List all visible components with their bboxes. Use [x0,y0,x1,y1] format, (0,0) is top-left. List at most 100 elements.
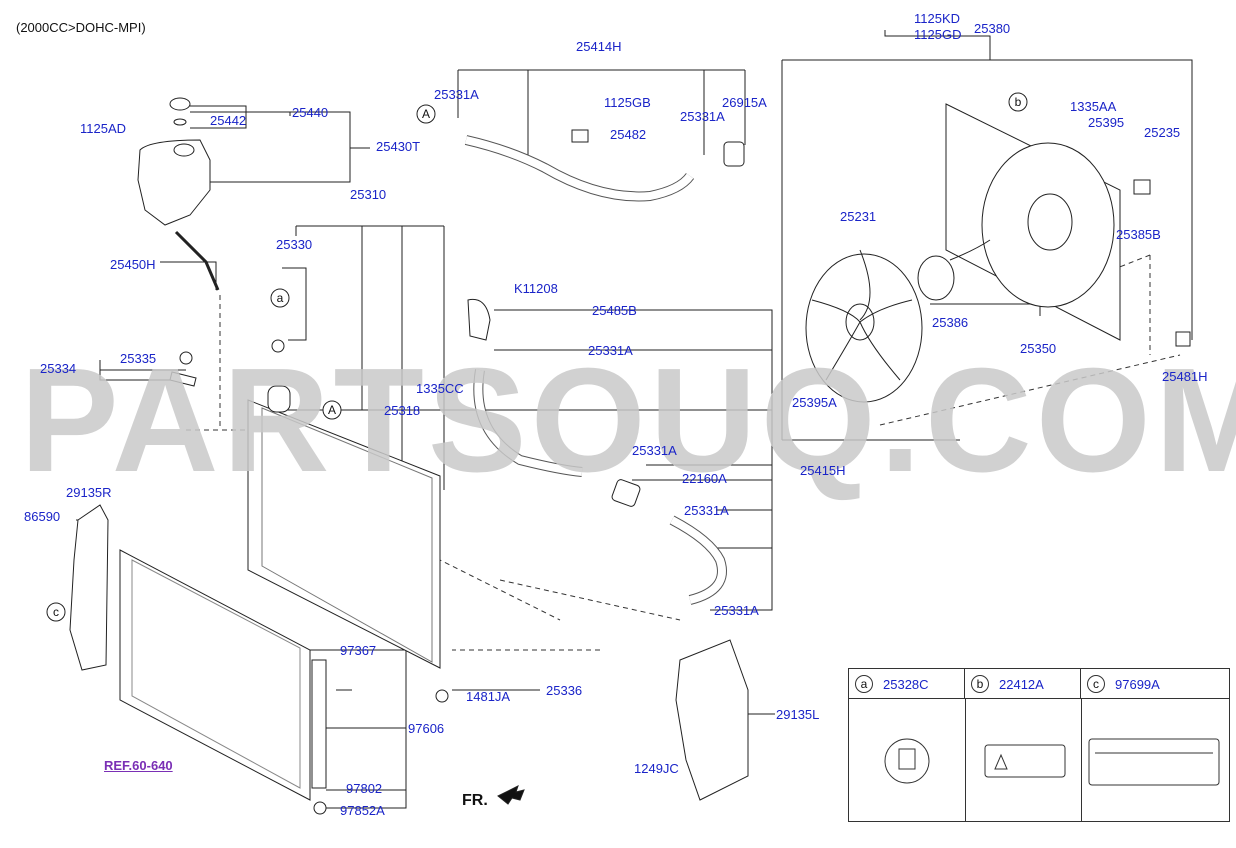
air-guard-left [675,639,749,801]
part-label-25310[interactable]: 25310 [350,187,387,202]
callout-a-circle [270,288,290,308]
leader-line [884,30,991,60]
part-label-25335[interactable]: 25335 [120,351,157,366]
part-label-25481H[interactable]: 25481H [1162,369,1208,384]
part-label-25331A-4[interactable]: 25331A [632,443,677,458]
part-label-1481JA[interactable]: 1481JA [466,689,511,704]
part-label-29135L[interactable]: 29135L [776,707,820,722]
front-direction-arrow [497,785,525,805]
part-label-97852A[interactable]: 97852A [340,803,385,818]
reservoir-tank [137,139,211,226]
air-guard-right [69,504,109,671]
legend-images [884,738,1220,786]
legend-divider [1081,699,1082,821]
leader-25485B [494,309,773,611]
cap-label-icon [884,738,930,784]
part-26915A [723,141,745,167]
part-label-K11208[interactable]: K11208 [514,281,558,296]
part-label-25482[interactable]: 25482 [610,127,647,142]
part-label-1335CC[interactable]: 1335CC [416,381,464,396]
part-label-25235[interactable]: 25235 [1144,125,1181,140]
condenser-fins [131,559,301,789]
ref-link[interactable]: REF.60-640 [104,758,173,773]
leader-25330 [282,267,307,341]
callout-b: b [1015,95,1022,109]
part-25334 [169,371,197,387]
legend-code-b: 22412A [999,677,1044,692]
front-direction-label: FR. [462,792,488,809]
part-label-25318[interactable]: 25318 [384,403,421,418]
shroud-hub [1027,193,1073,251]
part-label-25385B[interactable]: 25385B [1116,227,1161,242]
part-label-25450H[interactable]: 25450H [110,257,156,272]
part-25482 [571,129,589,143]
part-label-25331A-3[interactable]: 25331A [588,343,633,358]
part-97852A [313,801,327,815]
part-label-26915A[interactable]: 26915A [722,95,767,110]
part-label-25395[interactable]: 25395 [1088,115,1125,130]
part-label-1125KD[interactable]: 1125KD [914,11,961,26]
part-label-25485B[interactable]: 25485B [592,303,637,318]
part-label-25414H[interactable]: 25414H [576,39,622,54]
fan-blades [811,249,913,381]
part-label-25380[interactable]: 25380 [974,21,1011,36]
callout-c-circle [46,602,66,622]
part-label-25331A-5[interactable]: 25331A [684,503,729,518]
part-label-1335AA[interactable]: 1335AA [1070,99,1117,114]
part-label-25442[interactable]: 25442 [210,113,247,128]
radiator-filler-neck [267,385,291,413]
motor-wire [949,239,991,261]
part-label-25350[interactable]: 25350 [1020,341,1057,356]
part-label-25430T[interactable]: 25430T [376,139,421,154]
part-label-1125GD[interactable]: 1125GD [914,27,962,42]
part-label-29135R[interactable]: 29135R [66,485,112,500]
legend-cell-b[interactable]: b 22412A [965,669,1081,699]
part-25335 [179,351,193,365]
part-25336 [435,689,449,703]
receiver-dryer [311,659,327,789]
part-label-25231[interactable]: 25231 [840,209,877,224]
pipe-22160A [611,479,641,507]
part-label-25440[interactable]: 25440 [292,105,329,120]
part-label-25336[interactable]: 25336 [546,683,583,698]
legend-key-a: a [855,675,873,693]
hose-25415H-upper-inner [474,369,583,476]
callout-A-mid-circle [322,400,342,420]
part-label-22160A[interactable]: 22160A [682,471,727,486]
radiator-fins [261,407,433,663]
part-25481H [1175,331,1191,347]
legend-cell-a[interactable]: a 25328C [849,669,965,699]
fan-motor [917,255,955,301]
hose-25450H [174,230,220,291]
part-label-1125GB[interactable]: 1125GB [604,95,651,110]
part-label-25331A-6[interactable]: 25331A [714,603,759,618]
part-label-97606[interactable]: 97606 [408,721,445,736]
cap-25440 [169,97,191,111]
part-label-86590[interactable]: 86590 [24,509,61,524]
legend-cell-c[interactable]: c 97699A [1081,669,1229,699]
part-label-25415H[interactable]: 25415H [800,463,846,478]
hose-25415H-lower-inner [670,516,726,604]
watermark: PARTSOUQ.COM [20,338,1236,503]
fitting-25485B [467,298,491,341]
part-label-97802[interactable]: 97802 [346,781,383,796]
part-label-25330[interactable]: 25330 [276,237,313,252]
leader-line [190,111,351,183]
part-label-97367[interactable]: 97367 [340,643,377,658]
part-label-25331A-2[interactable]: 25331A [680,109,725,124]
part-25385B [1133,179,1151,195]
part-label-25334[interactable]: 25334 [40,361,77,376]
fan-label-icon [984,744,1066,778]
hose-25414H-inner [465,136,694,201]
callout-A-mid: A [328,403,336,417]
part-label-1125AD[interactable]: 1125AD [80,121,127,136]
cap-25330 [271,339,285,353]
part-label-1249JC[interactable]: 1249JC [634,761,679,776]
legend-table: a 25328C b 22412A c 97699A [848,668,1230,822]
part-label-25331A-1[interactable]: 25331A [434,87,479,102]
guide-dashed [499,579,681,621]
part-label-25395A[interactable]: 25395A [792,395,837,410]
part-label-25386[interactable]: 25386 [932,315,969,330]
